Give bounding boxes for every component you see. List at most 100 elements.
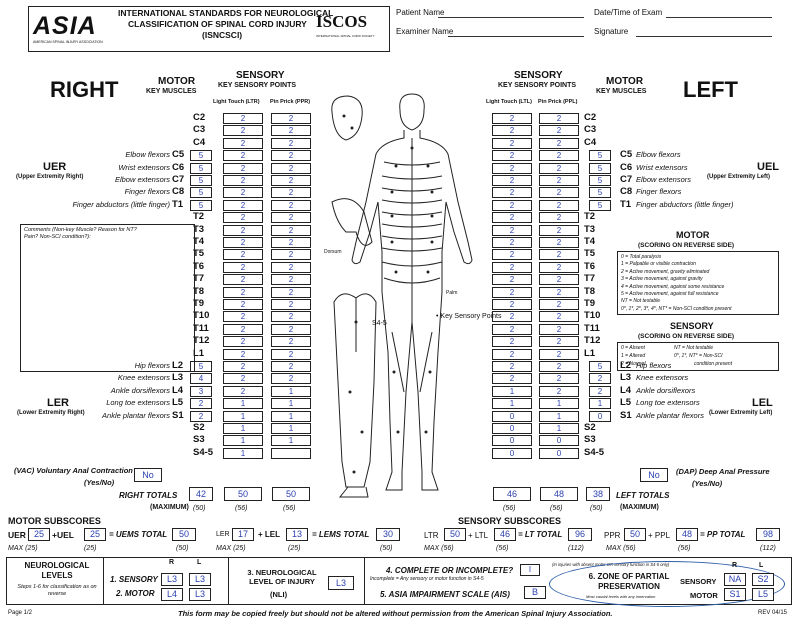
right-ltr-cell[interactable]: 1: [223, 410, 263, 422]
right-ppr-cell[interactable]: 2: [271, 274, 311, 286]
right-ltr-cell[interactable]: 2: [223, 249, 263, 261]
left-ltl-cell[interactable]: 2: [492, 199, 532, 211]
left-ppl-cell[interactable]: 1: [539, 423, 579, 434]
right-ppr-cell[interactable]: 2: [271, 199, 311, 211]
right-ltr-cell[interactable]: 2: [223, 199, 263, 211]
right-ppr-cell[interactable]: 2: [271, 125, 311, 137]
right-motor-total[interactable]: 42: [189, 487, 213, 501]
left-ppl-cell[interactable]: 2: [539, 212, 579, 224]
left-ltl-cell[interactable]: 2: [492, 249, 532, 261]
left-ppl-cell[interactable]: 2: [539, 274, 579, 286]
right-ppr-cell[interactable]: 1: [271, 398, 311, 410]
left-ltl-cell[interactable]: 2: [492, 187, 532, 199]
right-ltr-cell[interactable]: 2: [223, 385, 263, 397]
left-ppl-cell[interactable]: 1: [539, 398, 579, 410]
left-ppl-cell[interactable]: 2: [539, 175, 579, 186]
right-ppr-cell[interactable]: 2: [271, 348, 311, 360]
right-ppr-cell[interactable]: 2: [271, 361, 311, 372]
right-ltr-cell[interactable]: 2: [223, 113, 263, 124]
ler-subscore[interactable]: 17: [232, 528, 254, 541]
right-ppr-cell[interactable]: 1: [271, 423, 311, 434]
lel-subscore[interactable]: 13: [286, 528, 308, 541]
zpp-sensory-left[interactable]: S2: [752, 573, 774, 586]
left-ppl-cell[interactable]: 0: [539, 435, 579, 447]
right-ltr-cell[interactable]: 1: [223, 435, 263, 447]
left-motor-cell[interactable]: 5: [589, 187, 611, 199]
left-ltl-cell[interactable]: 2: [492, 286, 532, 298]
right-ppr-cell[interactable]: 1: [271, 435, 311, 447]
left-ppl-cell[interactable]: 2: [539, 249, 579, 261]
left-ppl-cell[interactable]: 2: [539, 187, 579, 199]
zpp-motor-left[interactable]: L5: [752, 588, 774, 601]
right-motor-cell[interactable]: 4: [190, 373, 212, 385]
left-ppl-cell[interactable]: 2: [539, 348, 579, 360]
right-ppr-cell[interactable]: 2: [271, 323, 311, 335]
right-ltr-cell[interactable]: 2: [223, 212, 263, 224]
ais-value[interactable]: B: [524, 586, 546, 599]
left-ppl-cell[interactable]: 2: [539, 261, 579, 273]
pp-total[interactable]: 98: [756, 528, 780, 541]
left-motor-cell[interactable]: 0: [589, 410, 611, 422]
right-ltr-total[interactable]: 50: [224, 487, 262, 501]
right-ltr-cell[interactable]: 2: [223, 187, 263, 199]
right-ltr-cell[interactable]: 2: [223, 323, 263, 335]
motor-level-right[interactable]: L4: [161, 588, 183, 601]
right-ppr-cell[interactable]: 2: [271, 237, 311, 248]
left-ltl-cell[interactable]: 2: [492, 162, 532, 174]
ppr-subscore[interactable]: 50: [624, 528, 646, 541]
left-ppl-cell[interactable]: 2: [539, 373, 579, 385]
right-ppr-cell[interactable]: [271, 447, 311, 459]
left-ppl-total[interactable]: 48: [540, 487, 578, 501]
right-ppr-cell[interactable]: 2: [271, 113, 311, 124]
examiner-name-field[interactable]: [448, 36, 584, 37]
right-ltr-cell[interactable]: 2: [223, 261, 263, 273]
left-motor-cell[interactable]: 2: [589, 385, 611, 397]
patient-name-field[interactable]: [438, 17, 584, 18]
left-ltl-cell[interactable]: 2: [492, 361, 532, 372]
right-ppr-cell[interactable]: 2: [271, 373, 311, 385]
left-ltl-cell[interactable]: 2: [492, 113, 532, 124]
right-ppr-cell[interactable]: 1: [271, 385, 311, 397]
right-motor-cell[interactable]: 2: [190, 410, 212, 422]
left-ltl-cell[interactable]: 2: [492, 237, 532, 248]
left-ltl-cell[interactable]: 2: [492, 274, 532, 286]
left-ppl-cell[interactable]: 2: [539, 113, 579, 124]
dap-box[interactable]: No: [640, 468, 668, 482]
right-ppr-cell[interactable]: 2: [271, 286, 311, 298]
right-ltr-cell[interactable]: 1: [223, 447, 263, 459]
left-ltl-cell[interactable]: 2: [492, 261, 532, 273]
left-ltl-cell[interactable]: 2: [492, 323, 532, 335]
sensory-level-right[interactable]: L3: [161, 573, 183, 586]
right-ltr-cell[interactable]: 2: [223, 162, 263, 174]
left-ppl-cell[interactable]: 2: [539, 361, 579, 372]
left-ltl-cell[interactable]: 2: [492, 212, 532, 224]
left-ppl-cell[interactable]: 2: [539, 336, 579, 348]
vac-box[interactable]: No: [134, 468, 162, 482]
date-time-field[interactable]: [666, 17, 772, 18]
left-motor-cell[interactable]: 5: [589, 150, 611, 162]
left-ppl-cell[interactable]: 2: [539, 137, 579, 149]
left-ltl-cell[interactable]: 2: [492, 150, 532, 162]
ltl-subscore[interactable]: 46: [494, 528, 516, 541]
left-ppl-cell[interactable]: 2: [539, 385, 579, 397]
right-ltr-cell[interactable]: 2: [223, 274, 263, 286]
right-ltr-cell[interactable]: 1: [223, 423, 263, 434]
nli-value[interactable]: L3: [328, 576, 354, 590]
right-ppr-cell[interactable]: 2: [271, 162, 311, 174]
right-motor-cell[interactable]: 3: [190, 385, 212, 397]
left-ppl-cell[interactable]: 2: [539, 299, 579, 310]
left-ltl-cell[interactable]: 0: [492, 447, 532, 459]
uems-total[interactable]: 50: [172, 528, 196, 541]
left-ppl-cell[interactable]: 2: [539, 199, 579, 211]
right-ppr-cell[interactable]: 1: [271, 410, 311, 422]
left-ltl-cell[interactable]: 2: [492, 224, 532, 236]
left-ltl-cell[interactable]: 2: [492, 137, 532, 149]
right-ltr-cell[interactable]: 2: [223, 175, 263, 186]
left-motor-total[interactable]: 38: [586, 487, 610, 501]
zpp-motor-right[interactable]: S1: [724, 588, 746, 601]
right-ltr-cell[interactable]: 2: [223, 125, 263, 137]
right-motor-cell[interactable]: 5: [190, 175, 212, 186]
left-ltl-cell[interactable]: 2: [492, 336, 532, 348]
right-ltr-cell[interactable]: 2: [223, 336, 263, 348]
right-motor-cell[interactable]: 5: [190, 187, 212, 199]
